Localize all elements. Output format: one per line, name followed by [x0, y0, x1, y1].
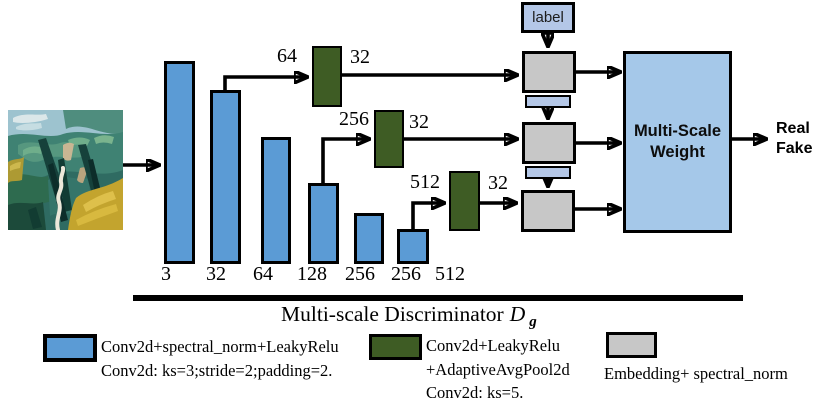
painting-river: [55, 166, 66, 230]
caption-symbol: D: [509, 302, 526, 326]
legend-embed-text: Embedding+ spectral_norm: [604, 363, 788, 385]
tap-out-label-3: 32: [488, 172, 508, 194]
pool-block-2: [374, 110, 404, 168]
tap-out-label-1: 32: [350, 46, 370, 68]
output-real: Real: [776, 120, 810, 137]
baseline-rule: [133, 295, 743, 301]
output-fake: Fake: [776, 140, 813, 157]
conv-bar-1: [164, 61, 195, 264]
channel-label-5: 256: [345, 263, 375, 285]
tap-out-label-2: 32: [409, 111, 429, 133]
tap-in-label-1: 64: [277, 45, 297, 67]
tap-in-label-2: 256: [339, 108, 369, 130]
conv-bar-3: [261, 137, 291, 264]
legend-embed-swatch: [606, 332, 657, 358]
arrow-conv4-to-pool2: [321, 139, 369, 183]
painting-sky: [8, 110, 123, 137]
legend-conv-text: Conv2d+spectral_norm+LeakyRelu Conv2d: k…: [101, 335, 339, 383]
embed-connector-2: [525, 166, 571, 179]
legend-pool-text: Conv2d+LeakyRelu +AdaptiveAvgPool2d Conv…: [426, 334, 570, 404]
legend-conv-line2: Conv2d: ks=3;stride=2;padding=2.: [101, 361, 333, 380]
pool-block-3: [449, 171, 480, 231]
channel-label-7: 512: [435, 263, 465, 285]
channel-label-3: 64: [253, 263, 273, 285]
channel-label-2: 32: [206, 263, 226, 285]
legend-pool-line3: Conv2d: ks=5.: [426, 383, 524, 402]
legend-pool-line2: +AdaptiveAvgPool2d: [426, 359, 570, 379]
painting-fields: [8, 157, 123, 230]
legend-pool-line1: Conv2d+LeakyRelu: [426, 336, 560, 355]
embedding-box-2: [522, 122, 576, 164]
multi-scale-weight-box: Multi-Scale Weight: [623, 51, 732, 233]
channel-label-6: 256: [391, 263, 421, 285]
pool-block-1: [312, 46, 342, 107]
embed-connector-1: [525, 95, 571, 108]
arrow-conv6-to-pool3: [411, 203, 444, 229]
class-label-box: label: [521, 2, 575, 33]
output-text: Real Fake: [776, 119, 812, 159]
channel-label-4: 128: [297, 263, 327, 285]
conv-bar-6: [397, 229, 429, 264]
legend-embed-line1: Embedding+ spectral_norm: [604, 364, 788, 383]
conv-bar-4: [308, 183, 339, 264]
legend-conv-line1: Conv2d+spectral_norm+LeakyRelu: [101, 337, 339, 356]
painting-ridges: [28, 138, 103, 229]
caption-text: Multi-scale Discriminator: [281, 302, 504, 326]
conv-bar-2: [210, 90, 241, 264]
arrow-conv2-to-pool1: [223, 77, 307, 90]
weight-box-line1: Multi-Scale: [633, 122, 722, 140]
legend-pool-swatch: [369, 334, 422, 360]
legend-conv-swatch: [43, 334, 97, 362]
weight-box-line2: Weight: [650, 143, 705, 161]
channel-label-1: 3: [161, 263, 171, 285]
class-label-text: label: [532, 9, 564, 26]
embedding-box-1: [522, 51, 576, 93]
embedding-box-3: [521, 190, 575, 232]
caption-subscript: g: [529, 314, 537, 330]
tap-in-label-3: 512: [410, 171, 440, 193]
conv-bar-5: [354, 213, 384, 264]
input-painting: [8, 110, 123, 230]
